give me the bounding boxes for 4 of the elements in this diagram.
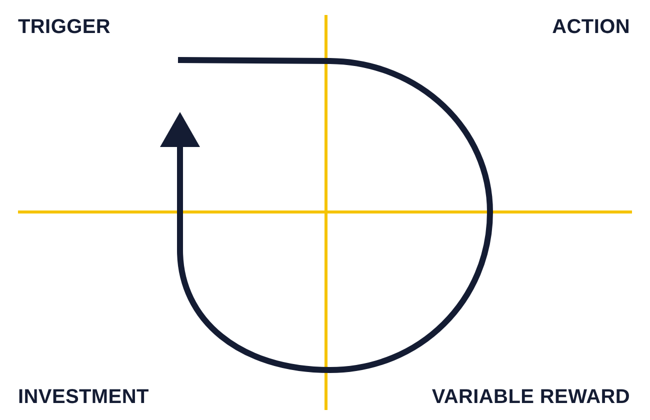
quadrant-label: INVESTMENT bbox=[18, 386, 149, 409]
quadrant-label: ACTION bbox=[552, 16, 630, 39]
quadrant-label: TRIGGER bbox=[18, 16, 111, 39]
quadrant-label: VARIABLE REWARD bbox=[432, 386, 630, 409]
